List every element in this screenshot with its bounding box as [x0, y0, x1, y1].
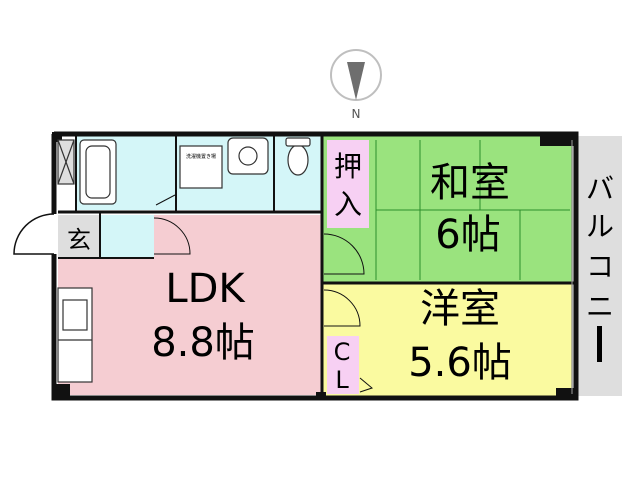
balcony-char: バ: [586, 172, 614, 205]
tatami-lines: [375, 140, 570, 280]
youshitsu-room: [322, 284, 572, 396]
washer-space: [179, 145, 223, 189]
room-fills: [58, 136, 622, 396]
post: [540, 132, 576, 146]
post: [316, 392, 326, 400]
youshitsu-size: 5.6帖: [408, 340, 512, 386]
oshiire-label-1: 押: [334, 150, 362, 183]
door-swing-icon: [359, 377, 374, 393]
ldk-size: 8.8帖: [151, 320, 255, 366]
oshiire-label-2: 入: [334, 188, 362, 221]
compass-needle-icon: [347, 62, 365, 100]
post: [52, 384, 70, 400]
balcony-char: ニ: [586, 290, 614, 323]
hall-area: [100, 215, 154, 257]
door-swing-icon: [153, 217, 191, 255]
cl-label-1: C: [334, 338, 351, 366]
storage-cross: [57, 139, 75, 185]
balcony-char: ル: [586, 210, 614, 243]
cl-closet: [327, 336, 359, 394]
balcony-char: コ: [586, 250, 614, 283]
door-swing-icon: [155, 194, 176, 206]
genkan-label: 玄: [67, 226, 91, 254]
post: [52, 132, 62, 142]
fixtures: [57, 137, 573, 394]
door-swing-icon: [13, 213, 55, 255]
toilet-tank: [285, 137, 311, 147]
kitchen-sink: [62, 299, 88, 331]
washitsu-size: 6帖: [435, 212, 500, 258]
washitsu-name: 和室: [430, 160, 510, 206]
wall-posts: [52, 132, 576, 400]
oshiire-closet: [327, 140, 369, 228]
north-compass: N: [330, 49, 382, 121]
entrance-door: [13, 213, 57, 255]
sink-bowl: [238, 146, 258, 166]
interior-doors: [153, 194, 374, 393]
door-swing-icon: [323, 233, 365, 275]
genkan-area: [58, 215, 100, 257]
post: [556, 388, 576, 400]
compass-label: N: [352, 107, 361, 121]
balcony-long-mark: [597, 326, 602, 362]
cl-label-2: L: [335, 366, 349, 394]
door-swing-icon: [323, 289, 361, 327]
bathtub-inner: [85, 145, 111, 199]
balcony-label: バ ル コ ニ: [586, 172, 614, 362]
youshitsu-name: 洋室: [420, 286, 500, 332]
toilet-icon: [287, 144, 309, 176]
washer-label: 洗濯機置き場: [186, 153, 216, 160]
ldk-name: LDK: [165, 266, 246, 312]
